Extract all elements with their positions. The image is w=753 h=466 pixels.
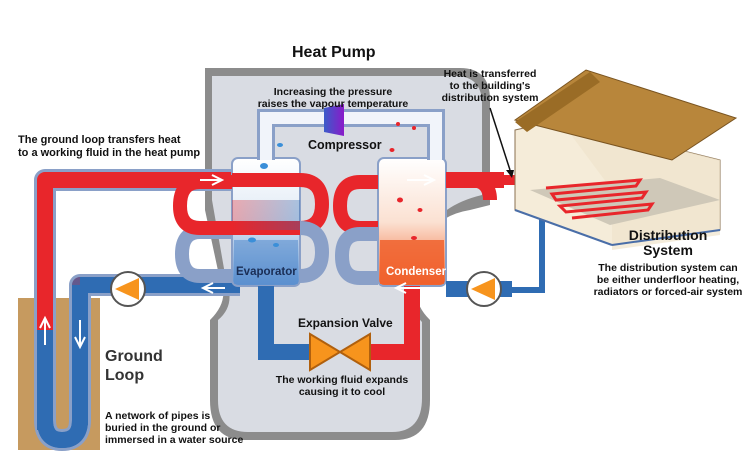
expansion-valve-icon <box>309 332 371 372</box>
ground-pump-icon <box>110 271 146 307</box>
house-illustration <box>513 69 738 250</box>
compressor-icon <box>324 104 344 136</box>
expansion-loop-hot <box>368 286 420 360</box>
condenser-label: Condenser <box>386 266 447 278</box>
distribution-description: The distribution system can be either un… <box>593 262 743 298</box>
pressure-note: Increasing the pressure raises the vapou… <box>257 86 409 110</box>
hot-output-pipe <box>446 172 504 188</box>
ground-loop-transfer-note: The ground loop transfers heat to a work… <box>18 134 201 159</box>
heat-transfer-note: Heat is transferred to the building's di… <box>441 68 539 104</box>
expansion-loop-cold <box>258 286 310 360</box>
ground-loop-description: A network of pipes is buried in the grou… <box>105 410 244 446</box>
callout-line <box>489 107 511 171</box>
ground-loop-label: Ground Loop <box>105 348 163 384</box>
distribution-system-label: Distribution System <box>628 227 708 258</box>
flow-arrow-icon <box>39 174 437 350</box>
underfloor-coil <box>545 178 655 220</box>
expansion-note: The working fluid expands causing it to … <box>275 374 409 398</box>
compressor-label: Compressor <box>308 138 382 152</box>
vapour-bubbles <box>248 122 423 247</box>
diagram-title: Heat Pump <box>292 44 376 61</box>
distribution-pump-icon <box>466 271 502 307</box>
evaporator-label: Evaporator <box>236 266 297 278</box>
expansion-valve-label: Expansion Valve <box>298 316 393 330</box>
